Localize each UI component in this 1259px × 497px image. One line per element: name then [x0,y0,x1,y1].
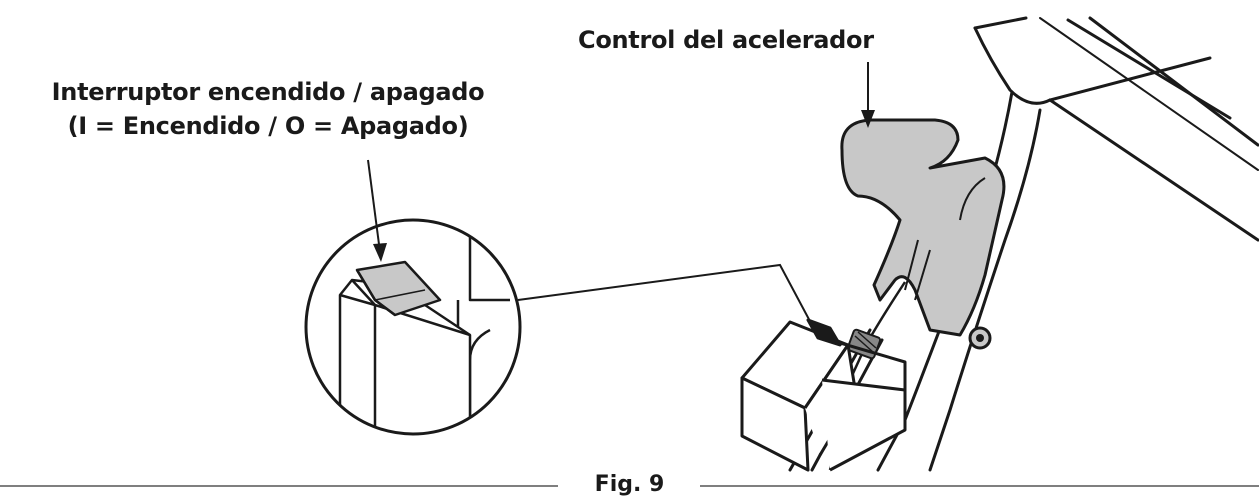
throttle-control-label: Control del acelerador [578,26,874,54]
throttle-lever [840,118,1006,350]
switch-housing [740,318,907,472]
arrow-switch [367,159,387,262]
handle-bar-tubes [973,16,1259,242]
arrow-throttle [861,62,875,128]
power-switch-legend: (I = Encendido / O = Apagado) [67,112,469,140]
magnified-switch-detail [304,218,522,436]
power-switch-label: Interruptor encendido / apagado [51,78,485,106]
leader-line-switch [517,263,813,326]
figure-caption: Fig. 9 [594,472,665,497]
